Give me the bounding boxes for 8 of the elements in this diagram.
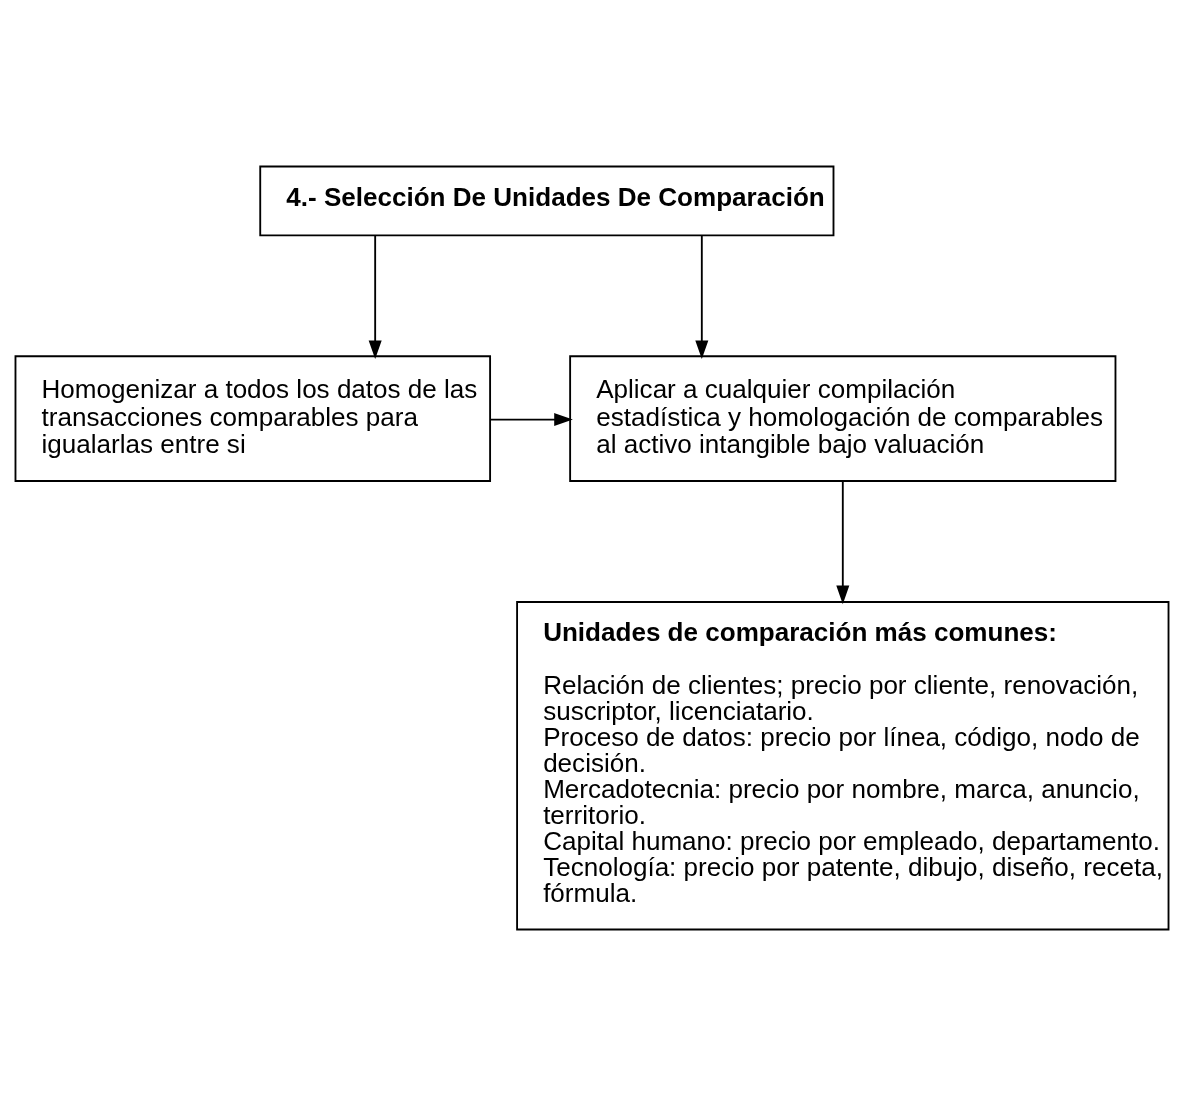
arrow (368, 233, 382, 359)
arrow (836, 480, 850, 604)
node-box: Homogenizar a todos los datos de las transacciones comparables para igualarlas entre si (14, 354, 492, 482)
arrow (695, 233, 709, 359)
node-box: Unidades de comparación más comunes: Relación de clientes; precio por cliente, renovación, suscriptor, licenciatario. Proceso de datos: precio por línea, código, nodo de decisión. Mercadotecnia: precio por nombre, marca, anuncio, territorio. Capital humano: precio por empleado, departamento. Tecnología: precio por patente, dibujo, diseño, receta, fórmula. (516, 600, 1170, 930)
node-box: 4.- Selección De Unidades De Comparación (259, 165, 835, 236)
node-box: Aplicar a cualquier compilación estadística y homologación de comparables al activo intangible bajo valuación (569, 354, 1117, 482)
arrow (489, 412, 573, 426)
